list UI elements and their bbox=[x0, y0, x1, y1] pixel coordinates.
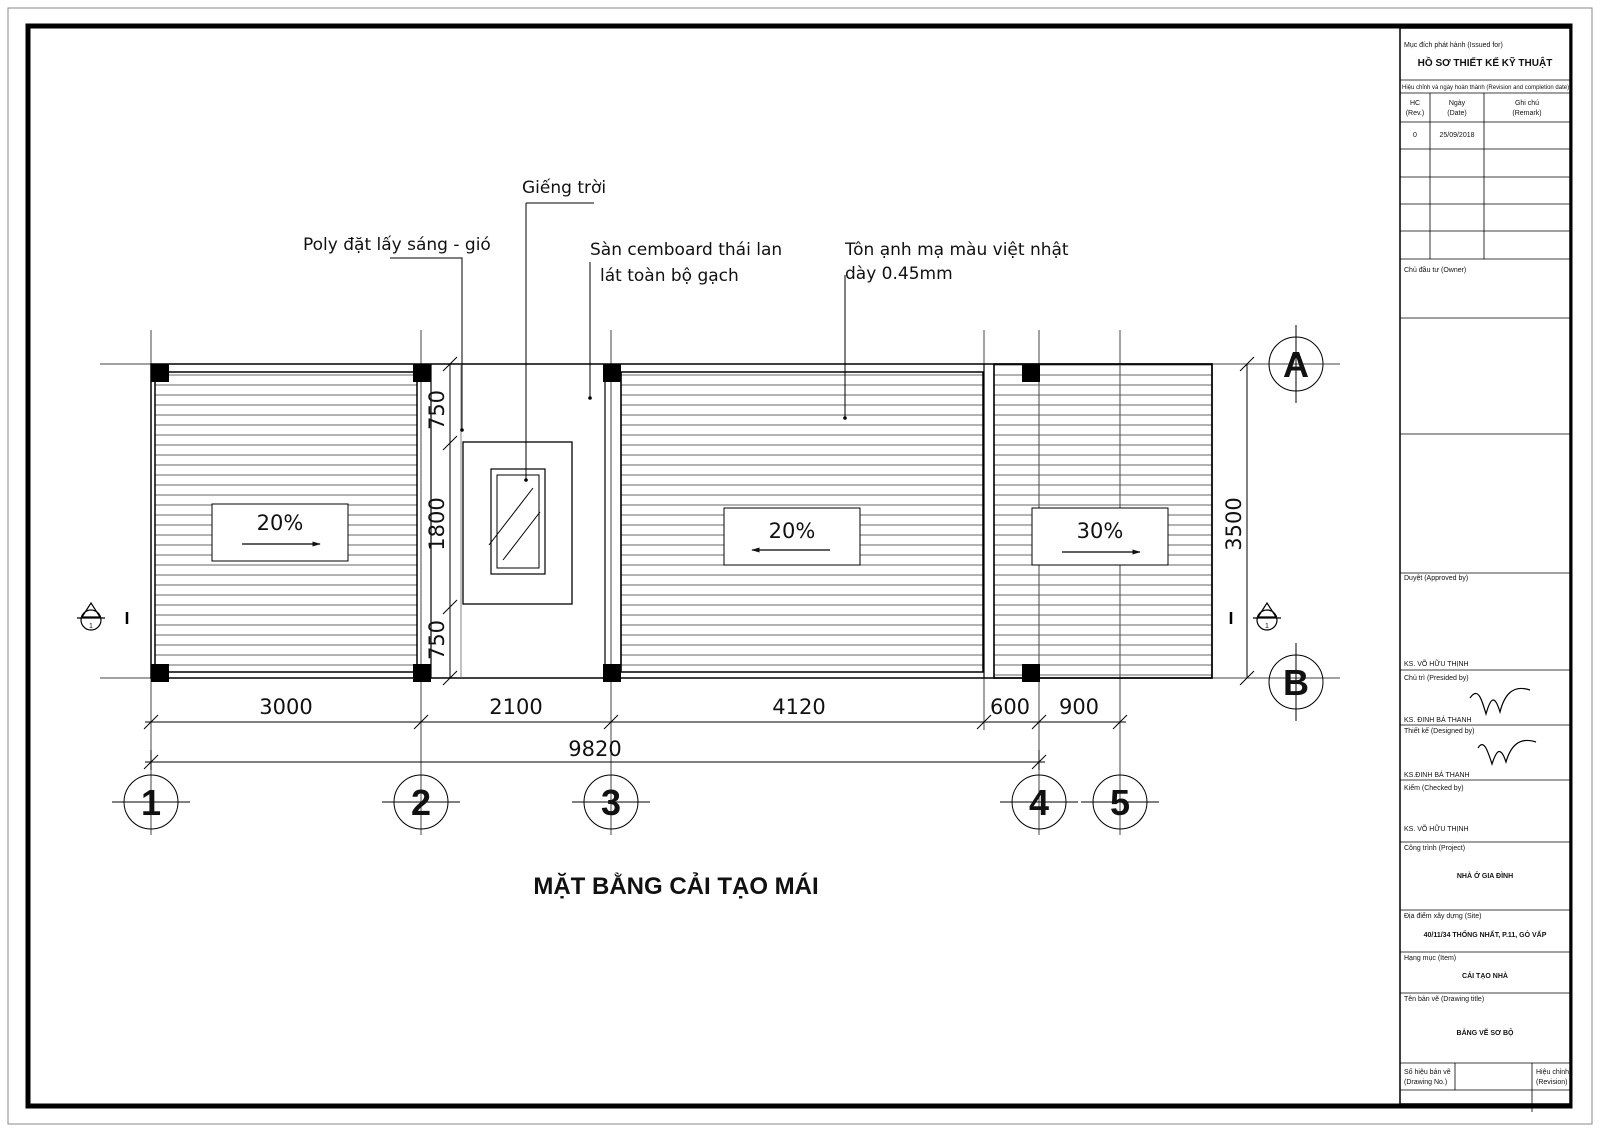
tb-presided-name: KS. ĐINH BÁ THANH bbox=[1404, 715, 1472, 724]
tb-drawing-no-label-en: (Drawing No.) bbox=[1404, 1079, 1447, 1086]
grid-label-A: A bbox=[1283, 344, 1309, 385]
note-roof-line1: Tôn ạnh mạ màu việt nhật bbox=[844, 240, 1069, 260]
svg-text:1: 1 bbox=[1265, 623, 1269, 630]
tb-drawing-title-label: Tên bản vẽ (Drawing title) bbox=[1404, 996, 1484, 1003]
dim-2100: 2100 bbox=[489, 695, 542, 719]
note-floor-line1: Sàn cemboard thái lan bbox=[590, 240, 782, 260]
note-floor-line2: lát toàn bộ gạch bbox=[600, 266, 739, 286]
grid-label-B: B bbox=[1283, 662, 1309, 703]
tb-col-date: Ngày bbox=[1449, 100, 1466, 107]
dim-total-9820: 9820 bbox=[568, 737, 621, 761]
note-roof-line2: dày 0.45mm bbox=[845, 264, 953, 284]
tb-designed-label: Thiết kế (Designed by) bbox=[1404, 726, 1474, 735]
tb-issued-for-value: HỒ SƠ THIẾT KẾ KỸ THUẬT bbox=[1418, 56, 1553, 69]
grid-label-5: 5 bbox=[1110, 782, 1130, 823]
title-block: Mục đích phát hành (Issued for) HỒ SƠ TH… bbox=[1399, 27, 1571, 1112]
dim-900: 900 bbox=[1059, 695, 1099, 719]
column-4B bbox=[1022, 664, 1040, 682]
tb-checked-name: KS. VÕ HỮU THỊNH bbox=[1404, 824, 1469, 833]
dim-1800: 1800 bbox=[425, 497, 449, 550]
grid-label-3: 3 bbox=[601, 782, 621, 823]
skylight-frame bbox=[490, 468, 546, 575]
tb-owner-label: Chủ đầu tư (Owner) bbox=[1404, 265, 1466, 274]
vertical-dimensions bbox=[442, 356, 1255, 686]
annotation-leaders bbox=[390, 202, 846, 480]
tb-col-rev-en: (Rev.) bbox=[1406, 110, 1425, 117]
row-grid-bubbles bbox=[1268, 325, 1324, 721]
tb-project-value: NHÀ Ở GIA ĐÌNH bbox=[1457, 871, 1513, 880]
tb-col-remark-en: (Remark) bbox=[1512, 110, 1541, 117]
columns bbox=[151, 364, 1040, 682]
grid-label-2: 2 bbox=[411, 782, 431, 823]
tb-drawing-title-value: BẢNG VẼ SƠ BỘ bbox=[1457, 1028, 1514, 1037]
slope-label-1: 20% bbox=[211, 503, 349, 562]
tb-site-value: 40/11/34 THỐNG NHẤT, P.11, GÒ VẤP bbox=[1424, 929, 1547, 939]
tb-project-label: Công trình (Project) bbox=[1404, 845, 1465, 852]
tb-approved-name: KS. VÕ HỮU THỊNH bbox=[1404, 659, 1469, 668]
section-mark-right: 1 bbox=[1229, 601, 1281, 631]
tb-col-date-en: (Date) bbox=[1447, 110, 1466, 117]
column-3A bbox=[603, 364, 621, 382]
grid-label-4: 4 bbox=[1029, 782, 1049, 823]
horizontal-dimensions bbox=[143, 714, 1128, 770]
signature-presided bbox=[1469, 687, 1531, 717]
signature-designed bbox=[1477, 739, 1537, 766]
column-3B bbox=[603, 664, 621, 682]
tb-approved-label: Duyệt (Approved by) bbox=[1404, 575, 1468, 582]
column-4A bbox=[1022, 364, 1040, 382]
tb-rev-value: 0 bbox=[1413, 132, 1417, 139]
tb-presided-label: Chủ trì (Presided by) bbox=[1404, 674, 1469, 682]
column-2A bbox=[413, 364, 431, 382]
svg-text:20%: 20% bbox=[769, 519, 816, 543]
tb-col-remark: Ghi chú bbox=[1515, 100, 1539, 107]
dim-4120: 4120 bbox=[772, 695, 825, 719]
svg-text:30%: 30% bbox=[1077, 519, 1124, 543]
dim-600: 600 bbox=[990, 695, 1030, 719]
slope-label-2: 20% bbox=[723, 507, 861, 566]
drawing-title: MẶT BẰNG CẢI TẠO MÁI bbox=[533, 871, 818, 900]
sheet-outer-border bbox=[7, 7, 1593, 1125]
svg-text:1: 1 bbox=[89, 623, 93, 630]
tb-designed-name: KS.ĐINH BÁ THANH bbox=[1404, 770, 1470, 779]
tb-item-label: Hạng mục (Item) bbox=[1404, 955, 1456, 962]
tb-drawing-no-label: Số hiệu bản vẽ bbox=[1404, 1067, 1451, 1076]
slope-label-3: 30% bbox=[1031, 507, 1169, 566]
column-1B bbox=[151, 664, 169, 682]
tb-revision-header: Hiệu chỉnh và ngày hoàn thành (Revision … bbox=[1402, 84, 1569, 91]
note-poly: Poly đặt lấy sáng - gió bbox=[303, 234, 491, 255]
tb-revision-label: Hiệu chỉnh bbox=[1536, 1068, 1569, 1076]
svg-text:20%: 20% bbox=[257, 511, 304, 535]
note-skylight: Giếng trời bbox=[522, 177, 606, 198]
column-grid-bubbles bbox=[112, 774, 1159, 830]
dim-750-bottom: 750 bbox=[425, 620, 449, 660]
roof-plan: 20% 20% 30% 1 1 bbox=[77, 177, 1340, 900]
tb-item-value: CẢI TẠO NHÀ bbox=[1462, 971, 1508, 980]
roof-outline bbox=[150, 363, 1213, 679]
dim-3500: 3500 bbox=[1222, 497, 1246, 550]
tb-issued-for-label: Mục đích phát hành (Issued for) bbox=[1404, 42, 1503, 49]
tb-revision-label-en: (Revision) bbox=[1536, 1079, 1568, 1086]
column-1A bbox=[151, 364, 169, 382]
tb-checked-label: Kiểm (Checked by) bbox=[1404, 784, 1464, 792]
section-mark-left: 1 bbox=[77, 601, 129, 631]
tb-site-label: Địa điểm xây dựng (Site) bbox=[1404, 912, 1481, 920]
grid-label-1: 1 bbox=[141, 782, 161, 823]
tb-col-rev: HC bbox=[1410, 100, 1420, 107]
tb-date-value: 25/09/2018 bbox=[1439, 132, 1474, 139]
dim-3000: 3000 bbox=[259, 695, 312, 719]
dim-750-top: 750 bbox=[425, 390, 449, 430]
column-2B bbox=[413, 664, 431, 682]
